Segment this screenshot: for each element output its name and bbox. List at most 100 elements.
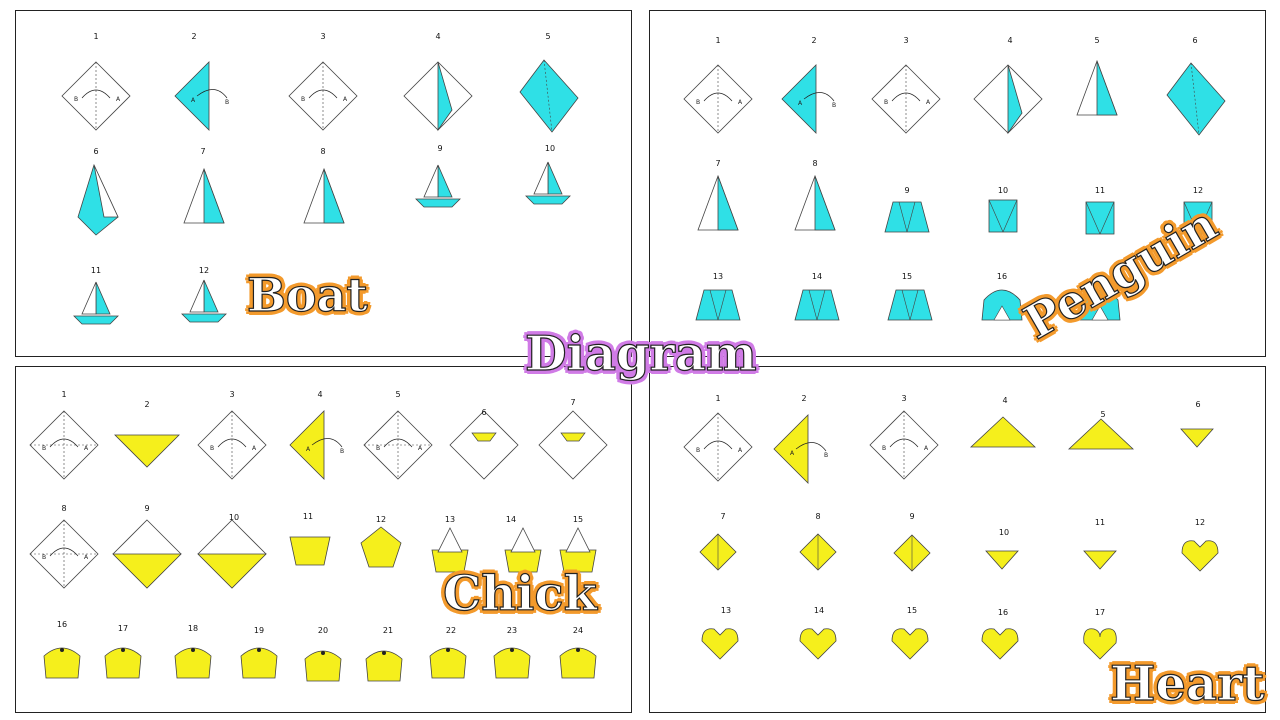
heart-step-17-number: 17 [1095, 608, 1105, 617]
heart-step-4-figure [969, 416, 1037, 448]
chick-step-14-figure [504, 527, 542, 573]
penguin-step-7-figure [697, 174, 739, 231]
boat-step-11-number: 11 [91, 266, 101, 275]
svg-text:A: A [418, 445, 423, 452]
svg-text:B: B [225, 99, 229, 106]
svg-text:B: B [832, 102, 836, 109]
boat-step-11-figure [73, 281, 119, 325]
heart-step-11-figure [1083, 550, 1117, 570]
penguin-step-10-number: 10 [998, 186, 1008, 195]
chick-step-9-number: 9 [144, 504, 149, 513]
svg-text:B: B [42, 445, 46, 452]
boat-step-7-number: 7 [200, 147, 205, 156]
penguin-step-15-number: 15 [902, 272, 912, 281]
chick-step-22-number: 22 [446, 626, 456, 635]
boat-step-4-number: 4 [435, 32, 440, 41]
penguin-step-13-figure [695, 289, 741, 321]
penguin-step-1-figure: AB [683, 64, 753, 134]
chick-step-8-number: 8 [61, 504, 66, 513]
chick-step-15-figure [559, 527, 597, 573]
chick-step-19-figure [240, 647, 278, 679]
chick-step-24-number: 24 [573, 626, 583, 635]
chick-step-21-number: 21 [383, 626, 393, 635]
heart-step-3-number: 3 [901, 394, 906, 403]
penguin-step-1-number: 1 [715, 36, 720, 45]
heart-step-6-number: 6 [1195, 400, 1200, 409]
chick-step-2-figure [114, 434, 180, 468]
svg-text:B: B [301, 96, 305, 103]
boat-step-1-figure: AB [61, 61, 131, 131]
svg-text:A: A [924, 445, 929, 452]
penguin-step-17-number: 17 [1095, 272, 1105, 281]
heart-step-6-figure [1180, 428, 1214, 448]
svg-text:B: B [824, 452, 828, 459]
penguin-step-6-figure [1166, 62, 1226, 136]
chick-step-15-number: 15 [573, 515, 583, 524]
svg-text:B: B [884, 99, 888, 106]
penguin-step-2-number: 2 [811, 36, 816, 45]
heart-step-14-figure [799, 628, 837, 660]
heart-step-1-number: 1 [715, 394, 720, 403]
svg-text:A: A [738, 99, 743, 106]
heart-step-11-number: 11 [1095, 518, 1105, 527]
chick-step-20-figure [304, 650, 342, 682]
svg-text:A: A [306, 446, 311, 453]
boat-step-9-figure [415, 164, 461, 208]
boat-step-6-figure [77, 163, 119, 236]
penguin-step-14-figure [794, 289, 840, 321]
chick-step-10-figure [197, 519, 267, 589]
chick-step-12-figure [360, 526, 402, 568]
chick-step-17-number: 17 [118, 624, 128, 633]
svg-text:B: B [42, 554, 46, 561]
diagram-title: Diagram [524, 326, 757, 382]
penguin-step-10-figure [988, 199, 1018, 233]
svg-text:B: B [74, 96, 78, 103]
chick-step-16-number: 16 [57, 620, 67, 629]
chick-step-23-number: 23 [507, 626, 517, 635]
boat-step-8-number: 8 [320, 147, 325, 156]
chick-step-12-number: 12 [376, 515, 386, 524]
penguin-step-11-figure [1085, 201, 1115, 235]
heart-step-1-figure: AB [683, 412, 753, 482]
boat-step-3-figure: AB [288, 61, 358, 131]
heart-step-5-figure [1067, 418, 1135, 450]
penguin-step-12-number: 12 [1193, 186, 1203, 195]
chick-step-13-figure [431, 527, 469, 573]
chick-step-7-figure [538, 410, 608, 480]
penguin-step-4-figure [973, 64, 1043, 135]
chick-step-4-number: 4 [317, 390, 322, 399]
chick-step-23-figure [493, 647, 531, 679]
boat-step-9-number: 9 [437, 144, 442, 153]
heart-step-13-figure [701, 628, 739, 660]
heart-step-16-figure [981, 628, 1019, 660]
svg-text:B: B [882, 445, 886, 452]
chick-step-1-figure: AB [29, 410, 99, 480]
penguin-step-3-number: 3 [903, 36, 908, 45]
svg-text:A: A [343, 96, 348, 103]
chick-step-13-number: 13 [445, 515, 455, 524]
chick-step-9-figure [112, 519, 182, 589]
heart-title: Heart [1109, 656, 1265, 712]
heart-step-9-figure [893, 534, 931, 572]
chick-step-5-figure: AB [363, 410, 433, 480]
heart-step-2-number: 2 [801, 394, 806, 403]
chick-step-7-number: 7 [570, 398, 575, 407]
heart-step-14-number: 14 [814, 606, 824, 615]
chick-step-5-number: 5 [395, 390, 400, 399]
boat-step-8-figure [303, 167, 345, 224]
chick-step-20-number: 20 [318, 626, 328, 635]
svg-text:B: B [340, 448, 344, 455]
svg-text:B: B [376, 445, 380, 452]
penguin-step-12-figure [1183, 201, 1213, 235]
penguin-step-14-number: 14 [812, 272, 822, 281]
boat-step-12-number: 12 [199, 266, 209, 275]
boat-step-7-figure [183, 167, 225, 224]
chick-step-3-number: 3 [229, 390, 234, 399]
